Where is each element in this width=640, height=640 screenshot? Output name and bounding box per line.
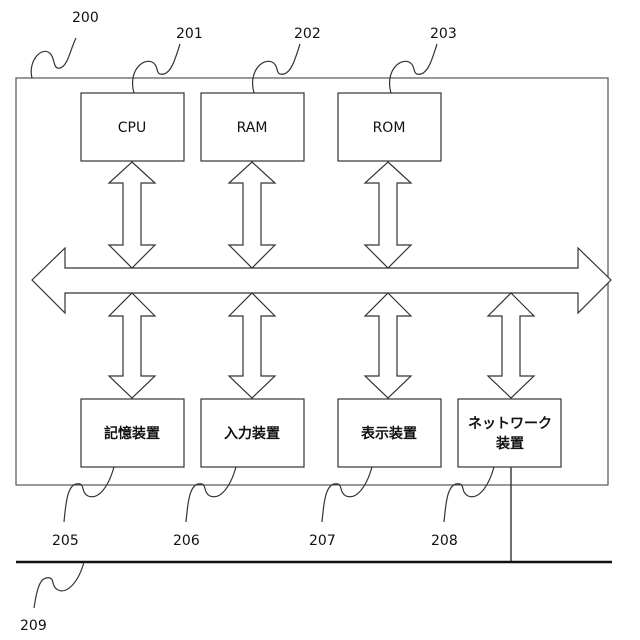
ref-201: 201	[176, 26, 203, 42]
network-device-label-line2: 装置	[495, 435, 524, 452]
ref-207: 207	[309, 533, 336, 549]
ref-200: 200	[72, 10, 99, 26]
leader-200	[31, 38, 76, 78]
leader-209	[34, 562, 84, 608]
ref-209: 209	[20, 618, 47, 634]
cpu-label: CPU	[118, 120, 146, 136]
ref-203: 203	[430, 26, 457, 42]
network-device-box	[458, 399, 561, 467]
storage-label: 記憶装置	[104, 425, 160, 442]
input-label: 入力装置	[224, 425, 280, 442]
display-label: 表示装置	[360, 425, 417, 442]
ram-label: RAM	[237, 120, 268, 136]
rom-label: ROM	[373, 120, 406, 136]
ref-208: 208	[431, 533, 458, 549]
ref-205: 205	[52, 533, 79, 549]
network-device-label-line1: ネットワーク	[468, 416, 552, 432]
ref-202: 202	[294, 26, 321, 42]
ref-206: 206	[173, 533, 200, 549]
